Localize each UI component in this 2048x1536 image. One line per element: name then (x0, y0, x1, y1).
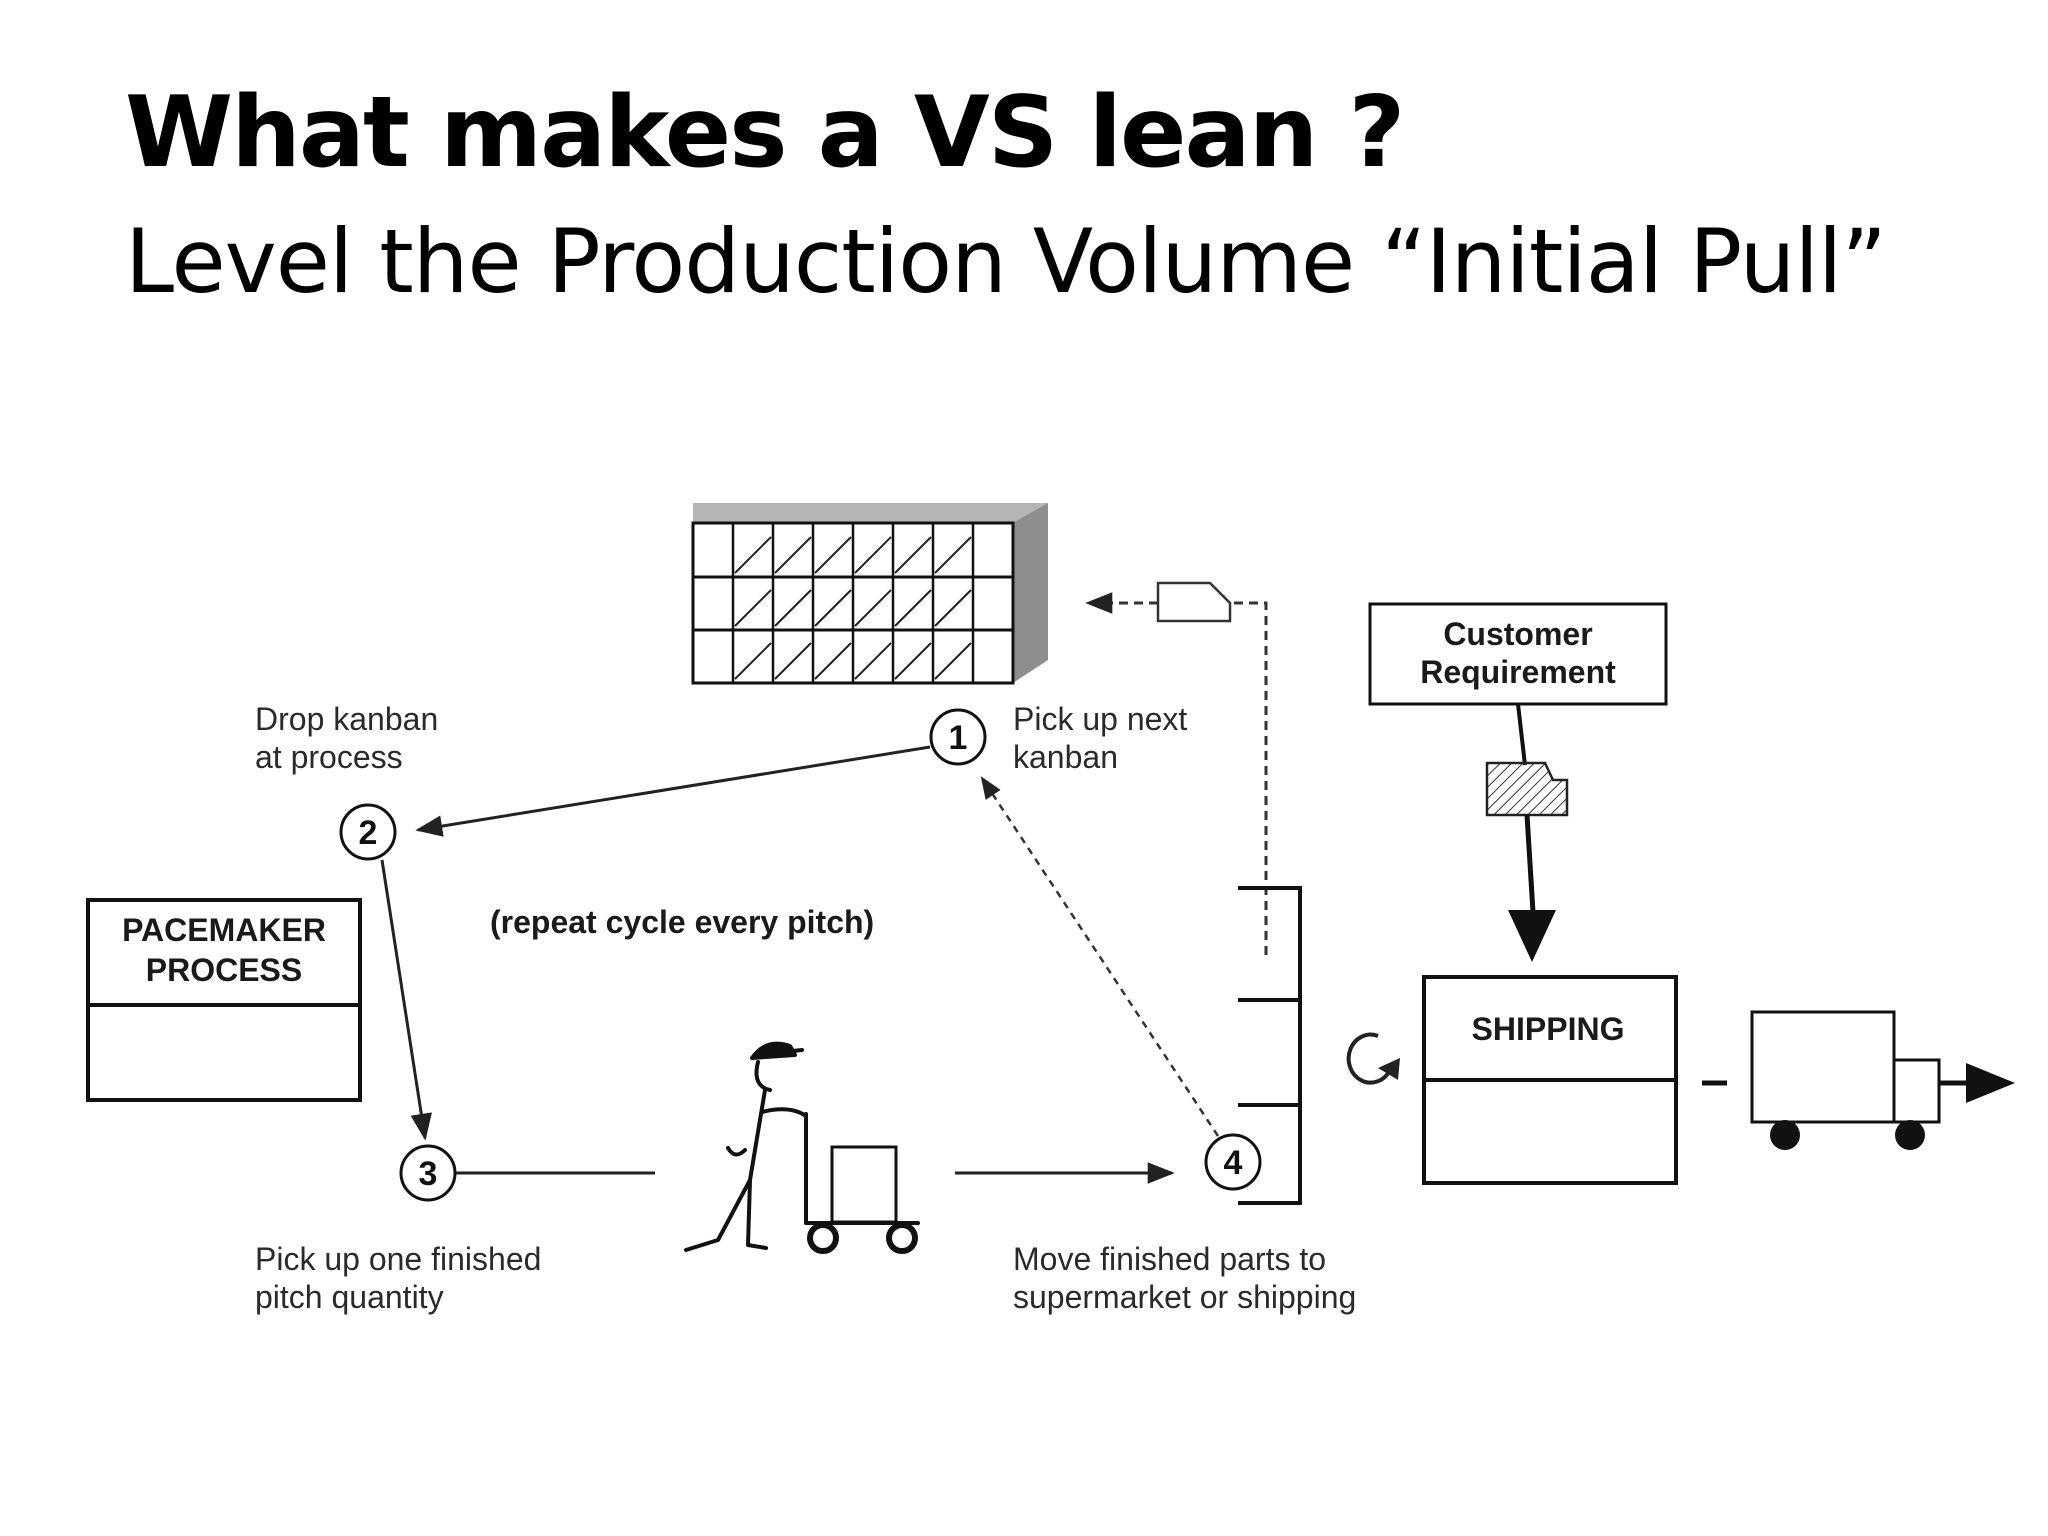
step-2-text-line2: at process (255, 739, 403, 775)
step-2-to-3-arrow (380, 859, 432, 1141)
shipping-box (1422, 975, 1678, 1185)
step-1-marker: 1 (929, 708, 987, 766)
step-1-number: 1 (949, 719, 968, 757)
pacemaker-process-box (86, 898, 362, 1102)
customer-requirement-box (1368, 602, 1668, 706)
step-4-number: 4 (1224, 1144, 1243, 1182)
step-2-text-line1: Drop kanban (255, 701, 438, 737)
step-2-number: 2 (359, 814, 378, 852)
customer-label-line1: Customer (1443, 616, 1592, 652)
batch-to-shipping-line (1524, 814, 1536, 913)
slide-title: What makes a VS lean ? (125, 76, 1405, 190)
batch-to-shipping-arrowhead (1508, 910, 1556, 962)
step-3-text-line1: Pick up one finished (255, 1241, 541, 1277)
kanban-return-path (1230, 601, 1268, 955)
customer-to-batch-line (1516, 703, 1527, 766)
truck-icon (1750, 1010, 1941, 1150)
step-2-marker: 2 (339, 803, 397, 861)
customer-label-line2: Requirement (1420, 654, 1616, 690)
step-4-marker: 4 (1204, 1133, 1262, 1191)
push-arrow-icon (1939, 1063, 2015, 1103)
step-4-text-line2: supermarket or shipping (1013, 1279, 1356, 1315)
slide-subtitle: Level the Production Volume “Initial Pul… (125, 210, 1887, 313)
cycle-note: (repeat cycle every pitch) (490, 904, 874, 940)
step-3-text-line2: pitch quantity (255, 1279, 444, 1315)
heijunka-box-icon (691, 503, 1048, 685)
cycle-arrow-icon (1346, 1032, 1400, 1085)
cart-icon (807, 1145, 918, 1254)
step-1-text-line2: kanban (1013, 739, 1118, 775)
step-1-text-line1: Pick up next (1013, 701, 1187, 737)
shipment-batch-icon (1485, 761, 1569, 817)
step-4-text-line1: Move finished parts to (1013, 1241, 1326, 1277)
supermarket-icon (1238, 886, 1302, 1205)
step-1-to-2-arrow (415, 745, 931, 837)
step-3-number: 3 (419, 1155, 438, 1193)
shipping-label: SHIPPING (1472, 1011, 1625, 1047)
kanban-card-icon (1156, 581, 1232, 623)
step-3-marker: 3 (399, 1144, 457, 1202)
pacemaker-label-line2: PROCESS (146, 952, 302, 988)
pacemaker-label-line1: PACEMAKER (122, 912, 326, 948)
step-4-to-1-dashed-arrow (980, 776, 1220, 1137)
